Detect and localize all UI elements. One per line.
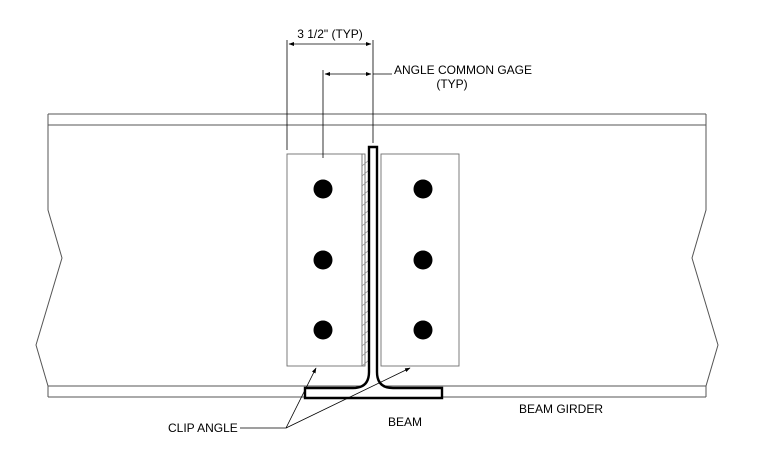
dimension-spacing: 3 1/2" (TYP) <box>286 27 374 150</box>
clip-angle-label: CLIP ANGLE <box>168 421 238 435</box>
bolt-group <box>313 179 433 340</box>
bolt <box>313 179 333 199</box>
beam-section <box>303 145 444 400</box>
clip-angle-leader-right <box>285 367 411 429</box>
bolt <box>313 320 333 340</box>
gage-label-line1: ANGLE COMMON GAGE <box>394 63 532 77</box>
beam-girder-label: BEAM GIRDER <box>519 402 603 416</box>
bolt <box>413 250 433 270</box>
beam-label: BEAM <box>388 415 422 429</box>
bolt <box>413 179 433 199</box>
clip-angle-right <box>380 153 460 367</box>
dimension-gage: ANGLE COMMON GAGE (TYP) <box>322 63 532 158</box>
clip-angle-left <box>286 153 366 367</box>
bolt <box>413 320 433 340</box>
bolt <box>313 250 333 270</box>
girder-left-break-line <box>35 125 63 397</box>
gage-label-line2: (TYP) <box>436 77 467 91</box>
clip-angle-callout: CLIP ANGLE <box>168 367 411 435</box>
dim-spacing-label: 3 1/2" (TYP) <box>297 27 363 41</box>
girder-right-break-line <box>691 125 719 397</box>
